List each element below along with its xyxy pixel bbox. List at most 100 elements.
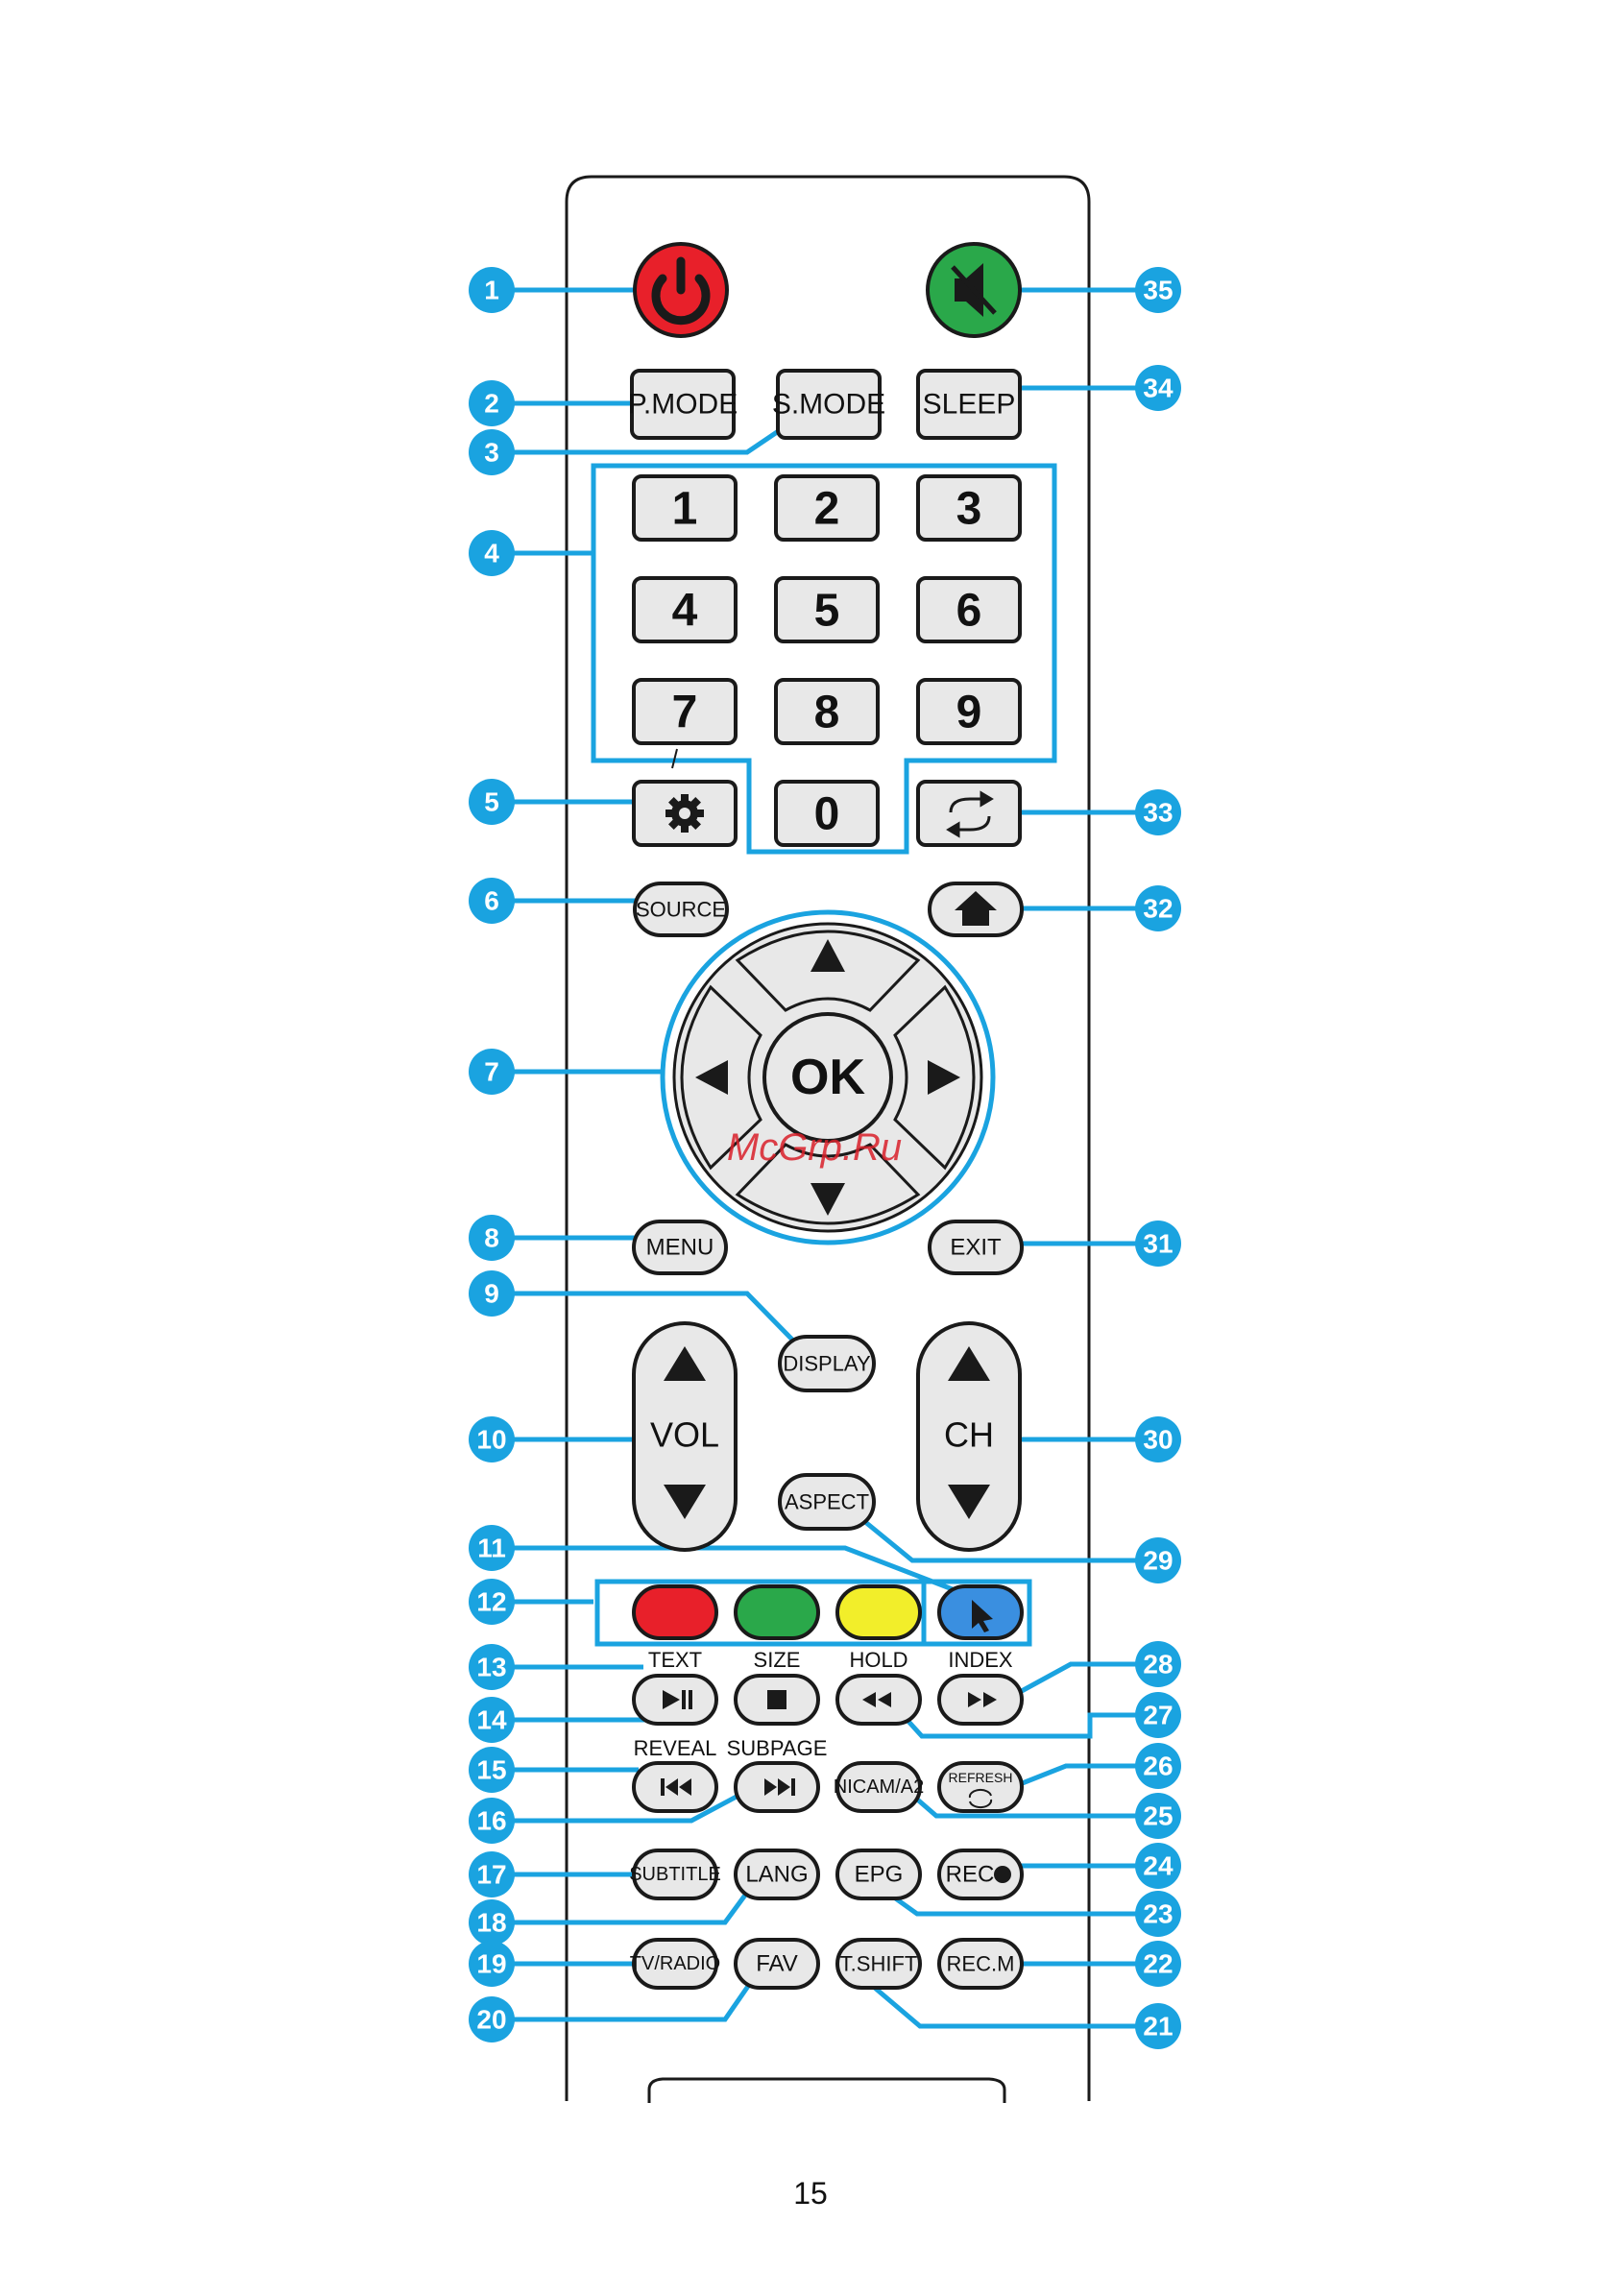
callout-10: 10 <box>469 1416 515 1462</box>
svg-text:11: 11 <box>477 1534 506 1563</box>
svg-text:22: 22 <box>1143 1949 1173 1979</box>
digit-8-button[interactable]: 8 <box>776 680 878 743</box>
sleep-button[interactable]: SLEEP <box>918 371 1020 438</box>
previous-button[interactable] <box>634 1763 716 1811</box>
sleep-label: SLEEP <box>923 389 1016 421</box>
digit-5-label: 5 <box>814 586 840 637</box>
green-button[interactable] <box>736 1586 818 1638</box>
home-button[interactable] <box>930 883 1022 935</box>
subtitle-button[interactable]: SUBTITLE <box>629 1850 721 1898</box>
callout-17: 17 <box>469 1851 515 1897</box>
recm-label: REC.M <box>947 1952 1015 1976</box>
source-button[interactable]: SOURCE <box>635 883 727 935</box>
reveal-caption: REVEAL <box>634 1736 717 1760</box>
svg-text:34: 34 <box>1143 374 1173 403</box>
vol-label: VOL <box>650 1415 719 1455</box>
yellow-button[interactable] <box>837 1586 920 1638</box>
mute-button[interactable] <box>928 244 1020 336</box>
svg-text:19: 19 <box>476 1949 506 1979</box>
tshift-button[interactable]: T.SHIFT <box>837 1940 920 1988</box>
ch-label: CH <box>944 1415 994 1455</box>
callout-14: 14 <box>469 1697 515 1743</box>
tv-radio-button[interactable]: TV/RADIO <box>630 1940 720 1988</box>
svg-text:17: 17 <box>476 1860 506 1890</box>
volume-rocker[interactable]: VOL <box>634 1323 736 1550</box>
callout-3: 3 <box>469 429 515 475</box>
callout-33: 33 <box>1135 789 1181 835</box>
callout-34: 34 <box>1135 365 1181 411</box>
digit-4-button[interactable]: 4 <box>634 578 736 641</box>
svg-text:32: 32 <box>1143 894 1173 924</box>
red-button[interactable] <box>634 1586 716 1638</box>
svg-text:3: 3 <box>484 438 499 468</box>
lang-button[interactable]: LANG <box>736 1850 818 1898</box>
digit-5-button[interactable]: 5 <box>776 578 878 641</box>
callout-6: 6 <box>469 878 515 924</box>
callout-25: 25 <box>1135 1793 1181 1839</box>
subtitle-label: SUBTITLE <box>629 1864 721 1885</box>
digit-9-button[interactable]: 9 <box>918 680 1020 743</box>
gear-icon <box>665 794 704 833</box>
callout-11: 11 <box>469 1525 515 1571</box>
watermark: McGrp.Ru <box>727 1126 902 1169</box>
svg-text:1: 1 <box>484 276 499 305</box>
stop-button[interactable] <box>736 1676 818 1724</box>
lang-label: LANG <box>745 1862 808 1888</box>
index-caption: INDEX <box>948 1648 1013 1672</box>
svg-text:14: 14 <box>476 1705 507 1735</box>
digit-3-button[interactable]: 3 <box>918 476 1020 540</box>
svg-text:25: 25 <box>1143 1801 1173 1831</box>
settings-button[interactable] <box>634 782 736 845</box>
power-button[interactable] <box>635 244 727 336</box>
tshift-label: T.SHIFT <box>840 1952 918 1976</box>
digit-7-label: 7 <box>672 688 698 738</box>
exit-button[interactable]: EXIT <box>930 1221 1022 1273</box>
fast-forward-button[interactable] <box>939 1676 1022 1724</box>
epg-button[interactable]: EPG <box>837 1850 920 1898</box>
pmode-button[interactable]: P.MODE <box>628 371 738 438</box>
stop-icon <box>767 1690 786 1709</box>
callout-5: 5 <box>469 779 515 825</box>
blue-button[interactable] <box>939 1586 1022 1638</box>
display-label: DISPLAY <box>783 1352 871 1376</box>
display-button[interactable]: DISPLAY <box>780 1337 874 1390</box>
svg-text:23: 23 <box>1143 1899 1173 1929</box>
digit-7-button[interactable]: 7 <box>634 680 736 743</box>
fav-button[interactable]: FAV <box>736 1940 818 1988</box>
callout-21: 21 <box>1135 2003 1181 2049</box>
recall-button[interactable] <box>918 782 1020 845</box>
svg-text:26: 26 <box>1143 1752 1173 1781</box>
svg-text:27: 27 <box>1143 1701 1173 1730</box>
digit-1-button[interactable]: 1 <box>634 476 736 540</box>
digit-8-label: 8 <box>814 688 840 738</box>
svg-text:7: 7 <box>484 1057 499 1087</box>
digit-3-label: 3 <box>956 484 982 535</box>
refresh-label: REFRESH <box>949 1770 1013 1785</box>
callout-15: 15 <box>469 1747 515 1793</box>
rec-button[interactable]: REC <box>939 1850 1022 1898</box>
callout-29: 29 <box>1135 1537 1181 1583</box>
svg-text:12: 12 <box>476 1587 506 1617</box>
ok-button[interactable]: OK <box>764 1014 891 1141</box>
recm-button[interactable]: REC.M <box>939 1940 1022 1988</box>
digit-2-button[interactable]: 2 <box>776 476 878 540</box>
next-button[interactable] <box>736 1763 818 1811</box>
nicam-button[interactable]: NICAM/A2 <box>834 1763 924 1811</box>
svg-text:15: 15 <box>476 1755 506 1785</box>
callout-13: 13 <box>469 1644 515 1690</box>
menu-button[interactable]: MENU <box>634 1221 726 1273</box>
digit-0-button[interactable]: 0 <box>776 782 878 845</box>
subpage-caption: SUBPAGE <box>727 1736 828 1760</box>
fav-label: FAV <box>756 1951 798 1977</box>
play-pause-button[interactable] <box>634 1676 716 1724</box>
svg-text:16: 16 <box>476 1806 506 1836</box>
digit-6-button[interactable]: 6 <box>918 578 1020 641</box>
channel-rocker[interactable]: CH <box>918 1323 1020 1550</box>
rewind-button[interactable] <box>837 1676 920 1724</box>
page-number: 15 <box>0 2176 1621 2211</box>
refresh-button[interactable]: REFRESH <box>939 1763 1022 1811</box>
tv-radio-label: TV/RADIO <box>630 1953 720 1974</box>
aspect-button[interactable]: ASPECT <box>780 1475 874 1529</box>
smode-button[interactable]: S.MODE <box>772 371 885 438</box>
callout-4: 4 <box>469 530 515 576</box>
